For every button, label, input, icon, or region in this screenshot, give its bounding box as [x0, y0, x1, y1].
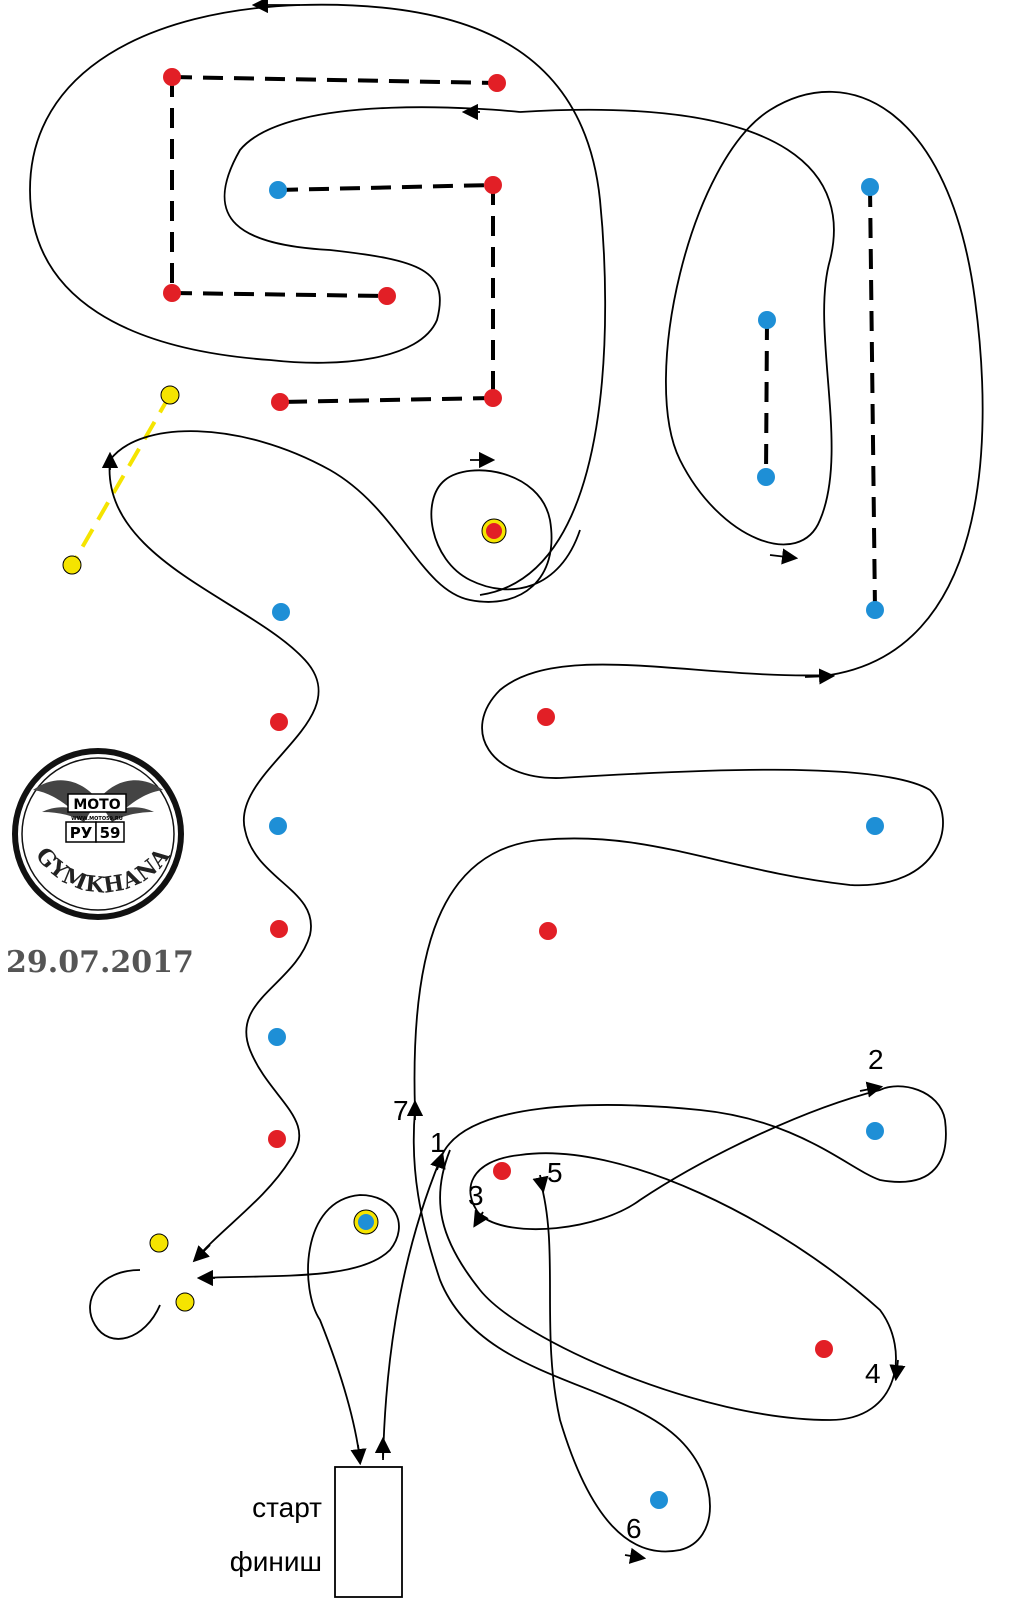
blue-cone-icon: [272, 603, 290, 621]
red-cone-icon: [815, 1340, 833, 1358]
waypoint-labels: 1 2 3 4 5 6 7: [393, 1044, 884, 1544]
waypoint-label-4: 4: [865, 1358, 881, 1389]
finish-label: финиш: [230, 1546, 322, 1577]
red-cone-icon: [163, 68, 181, 86]
blue-cone-icon: [757, 468, 775, 486]
red-cone-icon: [484, 176, 502, 194]
blue-cone-icon: [650, 1491, 668, 1509]
dashed-gates: [70, 75, 877, 611]
waypoint-label-3: 3: [468, 1180, 484, 1211]
blue-cone-icon: [758, 311, 776, 329]
start-label: старт: [252, 1492, 322, 1523]
logo-moto: МОТО: [73, 797, 120, 813]
blue-cone-icon: [268, 1028, 286, 1046]
red-cone-icon: [270, 920, 288, 938]
yellow-cone-icon: [62, 555, 82, 575]
yellow-cone-icon: [175, 1292, 195, 1312]
red-cone-icon: [537, 708, 555, 726]
blue-cone-icon: [269, 817, 287, 835]
red-cone-icon: [271, 393, 289, 411]
waypoint-label-6: 6: [626, 1513, 642, 1544]
event-date: 29.07.2017: [6, 945, 194, 980]
start-finish: старт финиш: [230, 1466, 403, 1598]
cones: [62, 68, 884, 1509]
target-cone-icon: [353, 1209, 379, 1235]
waypoint-label-7: 7: [393, 1095, 409, 1126]
waypoint-label-2: 2: [868, 1044, 884, 1075]
red-cone-icon: [488, 74, 506, 92]
red-cone-icon: [484, 389, 502, 407]
start-finish-box: [334, 1466, 403, 1598]
logo-site: WWW.MOTO59.RU: [71, 816, 123, 822]
waypoint-label-5: 5: [547, 1157, 563, 1188]
blue-cone-icon: [866, 817, 884, 835]
red-cone-icon: [378, 287, 396, 305]
waypoint-label-1: 1: [430, 1127, 446, 1158]
red-cone-icon: [268, 1130, 286, 1148]
gymkhana-logo: МОТО WWW.MOTO59.RU РУ 59 GYMKHANA: [12, 748, 184, 920]
red-cone-icon: [539, 922, 557, 940]
yellow-cone-icon: [149, 1233, 169, 1253]
blue-cone-icon: [861, 178, 879, 196]
blue-cone-icon: [269, 181, 287, 199]
yellow-cone-icon: [160, 385, 180, 405]
red-cone-icon: [270, 713, 288, 731]
logo-59: 59: [100, 824, 121, 842]
blue-cone-icon: [866, 1122, 884, 1140]
logo-ru: РУ: [70, 824, 93, 842]
blue-cone-icon: [866, 601, 884, 619]
red-cone-icon: [493, 1162, 511, 1180]
route: [29, 0, 984, 1564]
target-cone-icon: [481, 518, 507, 544]
red-cone-icon: [163, 284, 181, 302]
